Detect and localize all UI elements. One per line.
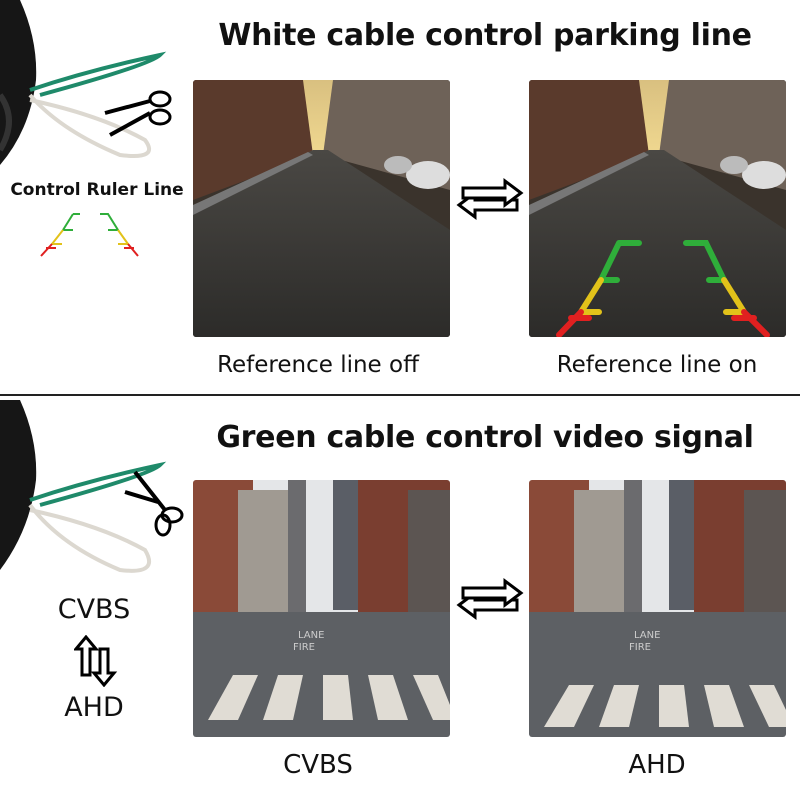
mode-label-cvbs: CVBS: [57, 594, 131, 625]
caption-ahd: AHD: [628, 750, 686, 780]
mode-label-ahd: AHD: [64, 692, 124, 723]
caption-cvbs: CVBS: [283, 750, 353, 780]
crosswalk: [544, 685, 786, 727]
camera-cable-bottom: [0, 400, 190, 580]
road-marking-text: LANE: [298, 630, 324, 641]
crosswalk: [208, 675, 450, 720]
scissors-icon: [124, 470, 184, 537]
caption-reference-line-off: Reference line off: [217, 352, 419, 378]
control-ruler-line-label: Control Ruler Line: [10, 180, 184, 200]
road-marking-text: FIRE: [293, 642, 315, 653]
road-marking-text: FIRE: [629, 642, 651, 653]
photo-ahd: LANE FIRE: [529, 480, 786, 737]
ruler-line-mini-icon: [40, 213, 139, 257]
camera-cable-top: [0, 0, 190, 170]
road-marking-text: LANE: [634, 630, 660, 641]
double-arrow-vertical-icon: [74, 635, 118, 687]
scissors-icon: [104, 90, 172, 137]
photo-reference-line-on: [529, 80, 786, 337]
top-section-title: White cable control parking line: [218, 18, 752, 53]
double-arrow-horizontal-icon: [456, 178, 524, 220]
caption-reference-line-on: Reference line on: [556, 352, 758, 378]
parking-guide-lines: [556, 240, 770, 337]
photo-reference-line-off: [193, 80, 450, 337]
photo-cvbs: LANE FIRE: [193, 480, 450, 737]
section-divider: [0, 394, 800, 396]
camera-cable-illustration: [0, 0, 172, 165]
double-arrow-horizontal-icon: [456, 578, 524, 620]
camera-cable-illustration: [0, 400, 184, 573]
bottom-section-title: Green cable control video signal: [216, 420, 754, 455]
